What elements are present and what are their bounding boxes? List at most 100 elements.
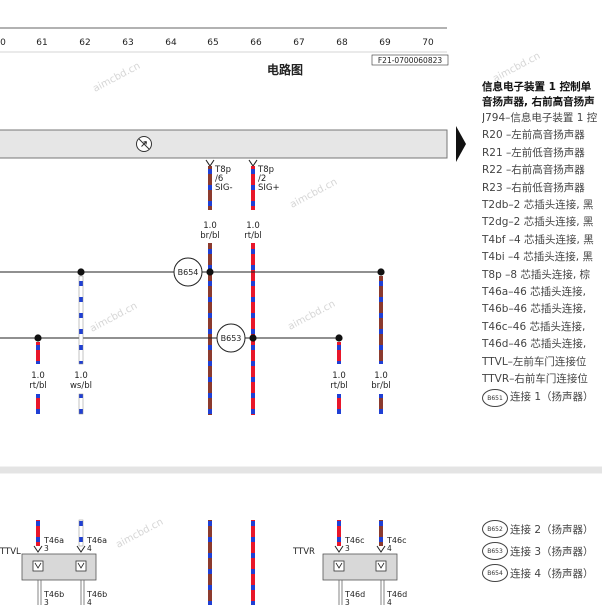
svg-text:T46d: T46d [344,590,365,599]
wire-ws-bl [78,275,84,365]
wire-size-label: 1.0 [246,221,260,231]
ttvl-connector [21,545,97,581]
wire-rt-bl [337,342,341,364]
wire-size-label: 1.0 [332,371,346,381]
svg-text:T46c: T46c [386,536,406,545]
wire-br-bl [208,243,212,415]
svg-text:/6: /6 [215,174,223,184]
legend-heading: 音扬声器, 右前高音扬声 [482,96,595,108]
svg-text:T46b: T46b [43,590,64,599]
wire-size-label: 1.0 [31,371,45,381]
page-title: 电路图 [267,62,303,77]
legend-item: T46d–46 芯插头连接, [482,338,587,351]
svg-text:aimcbd.cn: aimcbd.cn [288,177,339,211]
svg-text:B654: B654 [178,268,199,277]
scale-number: 66 [250,38,262,48]
legend-item: T46c–46 芯插头连接, [482,320,586,333]
scale-number: 68 [336,38,348,48]
wire-br-bl [208,166,212,210]
legend-item: R20 –左前高音扬声器 [482,129,585,142]
junction-b654: B654 [173,257,203,287]
svg-text:/2: /2 [258,174,266,184]
legend-item: TTVR–右前车门连接位 [482,373,588,386]
scale-number: 67 [293,38,304,48]
svg-text:aimcbd.cn: aimcbd.cn [114,517,165,551]
ttvr-label: TTVR [292,547,315,557]
legend-item: T46b–46 芯插头连接, [482,303,587,316]
scale-number: 69 [379,38,391,48]
scale-number: 64 [165,38,177,48]
wire-rt-bl [251,166,255,210]
legend-item: T46a–46 芯插头连接, [482,286,586,299]
svg-text:4: 4 [87,598,92,605]
watermark-group: aimcbd.cn aimcbd.cn aimcbd.cn aimcbd.cn … [88,51,542,551]
svg-text:T46a: T46a [86,536,107,545]
scale-ruler: 0 61 62 63 64 65 66 67 68 69 70 [0,27,447,53]
svg-text:SIG+: SIG+ [258,183,280,193]
junction-bubble: B651 [482,389,508,408]
scale-number: 62 [79,38,90,48]
legend-item: T2db–2 芯插头连接, 黑 [482,199,594,212]
svg-text:aimcbd.cn: aimcbd.cn [91,61,142,95]
svg-text:T8p: T8p [257,165,274,175]
svg-text:4: 4 [387,544,392,553]
doc-code: F21-0700060823 [378,56,443,65]
svg-text:3: 3 [44,598,49,605]
scale-number: 61 [36,38,47,48]
svg-text:T46d: T46d [386,590,407,599]
svg-text:3: 3 [345,544,350,553]
legend-item: T4bi –4 芯插头连接, 黑 [482,251,593,264]
wire-size-label: 1.0 [203,221,217,231]
legend-heading: 信息电子装置 1 控制单 [482,81,592,93]
wire-color-label: br/bl [200,231,220,241]
module-bar [0,129,448,159]
svg-text:T46c: T46c [344,536,364,545]
scale-number: 63 [122,38,133,48]
legend-item: T4bf –4 芯插头连接, 黑 [482,233,594,246]
legend-item: J794–信息电子装置 1 控 [482,112,598,124]
svg-text:4: 4 [387,598,392,605]
wire-color-label: rt/bl [330,381,347,391]
page-break [0,416,602,474]
ttvr-connector [322,545,398,581]
wire-size-label: 1.0 [374,371,388,381]
scale-number: 70 [422,38,434,48]
legend-item: T2dg–2 芯插头连接, 黑 [482,216,594,229]
wire-rt-bl [36,342,40,364]
svg-text:T8p: T8p [214,165,231,175]
scale-number: 65 [207,38,218,48]
svg-text:3: 3 [345,598,350,605]
legend-item: T8p –8 芯插头连接, 棕 [482,268,591,281]
junction-b653: B653 [216,323,246,353]
wire-color-label: rt/bl [29,381,46,391]
scale-number: 0 [0,38,6,48]
wire-br-bl [379,276,383,364]
svg-text:aimcbd.cn: aimcbd.cn [88,301,139,335]
legend-panel: 信息电子装置 1 控制单 音扬声器, 右前高音扬声 J794–信息电子装置 1 … [482,80,602,408]
svg-text:aimcbd.cn: aimcbd.cn [286,299,337,333]
legend-item: R22 –右前高音扬声器 [482,164,585,177]
wire-color-label: rt/bl [244,231,261,241]
wire-size-label: 1.0 [74,371,88,381]
legend-item: R23 –右前低音扬声器 [482,181,585,194]
speaker-cross-icon [136,136,152,152]
legend-item: R21 –左前低音扬声器 [482,146,585,159]
svg-text:T46a: T46a [43,536,64,545]
svg-text:SIG-: SIG- [215,183,233,193]
ttvl-label: TTVL [0,547,21,557]
wire-rt-bl [251,243,255,415]
wire-color-label: br/bl [371,381,391,391]
wire-color-label: ws/bl [70,381,92,391]
legend-item: TTVL–左前车门连接位 [482,355,587,368]
svg-text:B653: B653 [221,334,242,343]
svg-text:3: 3 [44,544,49,553]
continuation-arrow [456,126,466,162]
svg-text:4: 4 [87,544,92,553]
svg-text:T46b: T46b [86,590,107,599]
